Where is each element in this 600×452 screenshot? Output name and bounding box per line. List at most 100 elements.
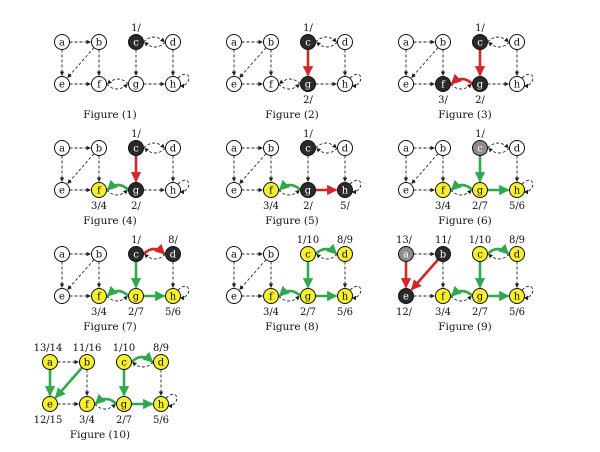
time-label-f: 3/4 — [435, 307, 451, 318]
node-d — [337, 34, 353, 50]
node-label-e: e — [403, 80, 409, 91]
edge-fg — [106, 83, 128, 90]
edge-cd — [143, 142, 165, 149]
node-label-f: f — [441, 292, 446, 303]
node-label-c: c — [477, 250, 483, 261]
node-c — [472, 140, 488, 156]
node-label-f: f — [97, 186, 102, 197]
node-label-b: b — [268, 38, 274, 49]
node-d — [337, 140, 353, 156]
node-label-f: f — [269, 292, 274, 303]
time-label-h: 5/ — [340, 201, 350, 212]
node-d — [165, 246, 181, 262]
edge-cd — [315, 142, 337, 149]
edge-be — [239, 259, 267, 290]
node-label-h: h — [342, 80, 349, 91]
edge-cd — [143, 36, 165, 43]
node-d — [337, 246, 353, 262]
figure-caption: Figure (3) — [438, 109, 492, 121]
time-label-g: 2/ — [475, 95, 485, 106]
node-f — [79, 396, 95, 412]
node-label-a: a — [59, 144, 65, 155]
time-label-a: 13/14 — [34, 343, 63, 354]
node-label-a: a — [403, 144, 409, 155]
node-a — [226, 246, 242, 262]
node-f — [435, 76, 451, 92]
node-c — [128, 140, 144, 156]
node-label-d: d — [342, 38, 349, 49]
node-label-h: h — [170, 186, 177, 197]
node-label-d: d — [158, 358, 165, 369]
node-e — [398, 288, 414, 304]
node-label-b: b — [96, 144, 102, 155]
node-a — [42, 354, 58, 370]
time-label-g: 2/ — [131, 201, 141, 212]
node-e — [226, 182, 242, 198]
node-label-d: d — [342, 250, 349, 261]
node-label-g: g — [133, 80, 140, 91]
time-label-e: 12/15 — [34, 415, 63, 426]
edge-cd — [315, 36, 337, 43]
node-label-h: h — [514, 80, 521, 91]
edge-gf — [94, 393, 118, 405]
edge-fg — [278, 83, 300, 90]
node-label-a: a — [403, 250, 409, 261]
edge-dc — [488, 253, 510, 260]
node-b — [263, 246, 279, 262]
edge-be — [411, 47, 439, 78]
node-f — [435, 288, 451, 304]
node-label-c: c — [121, 358, 127, 369]
node-label-h: h — [342, 186, 349, 197]
edge-fg — [278, 295, 300, 302]
edge-gf — [278, 179, 302, 191]
figure-caption: Figure (9) — [438, 321, 492, 333]
node-g — [300, 182, 316, 198]
node-h — [509, 288, 525, 304]
node-label-d: d — [514, 38, 521, 49]
node-label-f: f — [97, 80, 102, 91]
node-label-a: a — [47, 358, 53, 369]
edge-dc — [132, 361, 154, 368]
node-label-g: g — [305, 80, 312, 91]
node-label-h: h — [170, 80, 177, 91]
node-label-f: f — [441, 80, 446, 91]
node-f — [91, 76, 107, 92]
node-e — [398, 76, 414, 92]
node-g — [128, 76, 144, 92]
node-label-b: b — [440, 38, 446, 49]
edge-dc — [488, 147, 510, 154]
time-label-f: 3/4 — [435, 201, 451, 212]
node-label-a: a — [231, 144, 237, 155]
node-label-d: d — [514, 144, 521, 155]
node-label-e: e — [59, 186, 65, 197]
node-label-d: d — [170, 250, 177, 261]
node-d — [509, 140, 525, 156]
time-label-g: 2/7 — [472, 201, 488, 212]
node-c — [300, 34, 316, 50]
node-g — [128, 182, 144, 198]
edge-be — [67, 47, 95, 78]
node-e — [398, 182, 414, 198]
time-label-h: 5/6 — [337, 307, 353, 318]
node-label-c: c — [305, 38, 311, 49]
edge-be — [67, 259, 95, 290]
node-d — [165, 140, 181, 156]
edge-fg — [450, 83, 472, 90]
figure-caption: Figure (1) — [83, 109, 137, 121]
edge-gf — [450, 179, 474, 191]
edge-fg — [106, 295, 128, 302]
node-label-a: a — [59, 250, 65, 261]
figure-caption: Figure (2) — [265, 109, 319, 121]
node-h — [337, 288, 353, 304]
node-label-b: b — [96, 250, 102, 261]
node-f — [91, 288, 107, 304]
time-label-c: 1/ — [303, 129, 313, 140]
node-a — [226, 140, 242, 156]
node-e — [54, 288, 70, 304]
figure-caption: Figure (6) — [438, 215, 492, 227]
node-label-g: g — [133, 292, 140, 303]
time-label-h: 5/6 — [153, 415, 169, 426]
